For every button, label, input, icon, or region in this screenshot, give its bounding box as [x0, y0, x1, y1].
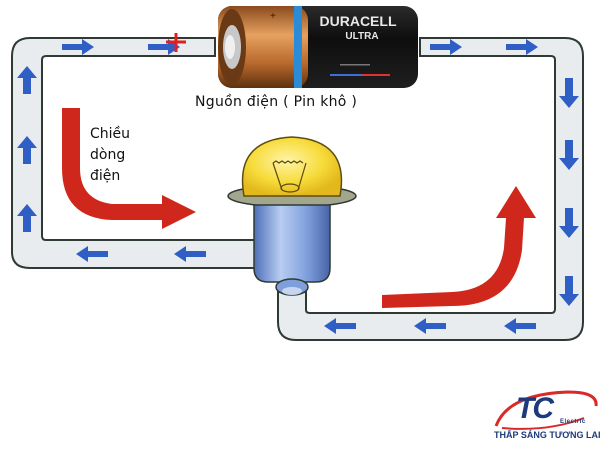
arrow-right-icon: [506, 39, 538, 55]
battery: DURACELL ULTRA +: [218, 6, 418, 88]
current-direction-arrow-right: [382, 186, 536, 308]
arrow-down-icon: [559, 78, 579, 108]
company-logo: TC Electric THẤP SÁNG TƯƠNG LAI: [488, 388, 600, 450]
arrow-left-icon: [174, 246, 206, 262]
current-direction-label: Chiều dòng điện: [90, 124, 130, 187]
arrow-down-icon: [559, 208, 579, 238]
current-label-line: dòng: [90, 147, 126, 163]
light-bulb: [227, 136, 357, 296]
battery-caption: Nguồn điện ( Pin khô ): [195, 94, 358, 110]
arrow-left-icon: [76, 246, 108, 262]
current-label-line: điện: [90, 168, 121, 184]
current-label-line: Chiều: [90, 126, 131, 142]
arrow-up-icon: [17, 136, 37, 164]
battery-plus: +: [270, 11, 276, 22]
arrow-left-icon: [504, 318, 536, 334]
battery-brand: DURACELL: [320, 13, 397, 29]
arrow-down-icon: [559, 140, 579, 170]
battery-model: ULTRA: [345, 31, 378, 42]
electron-arrows: [17, 39, 579, 334]
arrow-down-icon: [559, 276, 579, 306]
logo-sub: Electric: [560, 419, 586, 425]
arrow-left-icon: [414, 318, 446, 334]
arrow-left-icon: [324, 318, 356, 334]
wire-right-loop: [277, 37, 584, 341]
logo-tagline: THẤP SÁNG TƯƠNG LAI: [494, 430, 600, 440]
arrow-up-icon: [17, 204, 37, 232]
arrow-right-icon: [62, 39, 94, 55]
logo-swoosh-icon: [494, 390, 598, 430]
logo-mark: TC: [516, 392, 554, 425]
positive-terminal-icon: [166, 33, 186, 52]
arrow-right-icon: [430, 39, 462, 55]
current-direction-arrow-left: [62, 108, 196, 229]
arrow-up-icon: [17, 66, 37, 94]
